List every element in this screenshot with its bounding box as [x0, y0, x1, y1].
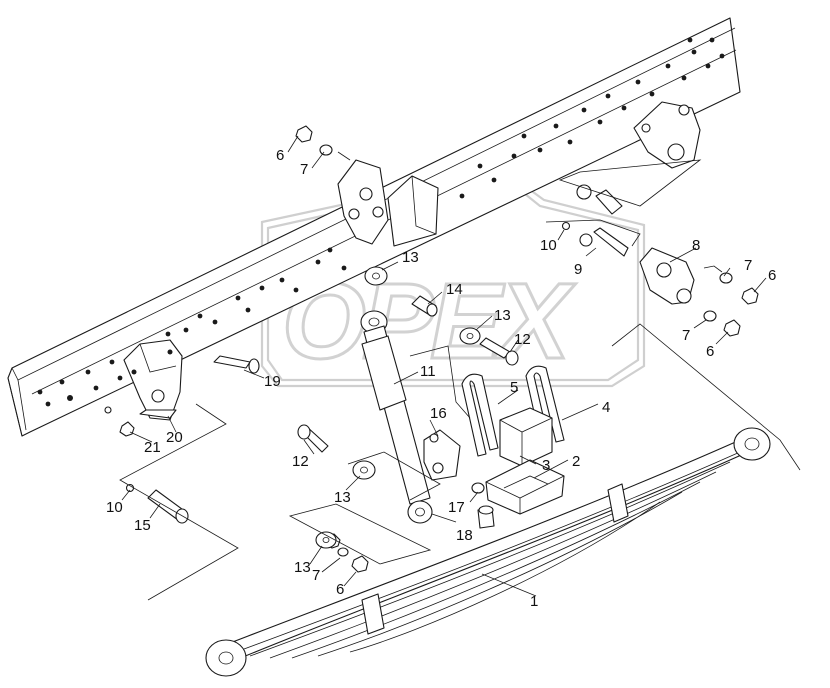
callout-13-mid: 13 [494, 307, 511, 324]
callout-7-bottom: 7 [312, 567, 320, 584]
shock-lower-bracket [423, 429, 461, 481]
callout-6-right: 6 [768, 267, 776, 284]
spring-pad [499, 407, 553, 467]
callout-17: 17 [448, 499, 465, 516]
callout-4: 4 [602, 399, 610, 416]
callout-6-bottom: 6 [336, 581, 344, 598]
callout-13-top: 13 [402, 249, 419, 266]
assembly-outlines [119, 159, 801, 601]
u-bolts [461, 365, 565, 457]
washers-13 [315, 266, 481, 549]
callout-21: 21 [144, 439, 161, 456]
callout-7-right-lower: 7 [682, 327, 690, 344]
callout-12-left: 12 [292, 453, 309, 470]
callout-11: 11 [420, 363, 436, 380]
shock-absorber [360, 310, 433, 524]
callout-2: 2 [572, 453, 580, 470]
callout-6-right-lower: 6 [706, 343, 714, 360]
callout-7-right: 7 [744, 257, 752, 274]
callout-6: 6 [276, 147, 284, 164]
callout-8: 8 [692, 237, 700, 254]
rail-holes [37, 37, 725, 407]
callout-5: 5 [510, 379, 518, 396]
bushing-14 [411, 295, 438, 317]
callout-16: 16 [430, 405, 447, 422]
callout-14: 14 [446, 281, 463, 298]
shock-upper-bracket [337, 159, 439, 247]
shackle-assembly [576, 184, 695, 305]
leaf-spring [205, 427, 771, 677]
spring-pin-15 [147, 489, 189, 524]
callout-7: 7 [300, 161, 308, 178]
callout-12-mid: 12 [514, 331, 531, 348]
callout-13-left: 13 [334, 489, 351, 506]
callout-18: 18 [456, 527, 473, 544]
bump-stops [471, 482, 496, 550]
callout-15: 15 [134, 517, 151, 534]
callout-9: 9 [574, 261, 582, 278]
rear-hanger-bracket [633, 101, 701, 169]
callout-13-bottom: 13 [294, 559, 311, 576]
callout-1: 1 [530, 593, 538, 610]
bolts [139, 337, 519, 453]
leader-lines [121, 135, 767, 597]
callout-10-left: 10 [106, 499, 123, 516]
spring-seat [485, 459, 565, 515]
callout-3: 3 [542, 457, 550, 474]
callout-20: 20 [166, 429, 183, 446]
callout-19: 19 [264, 373, 281, 390]
callout-10: 10 [540, 237, 557, 254]
front-hanger-bracket [123, 339, 183, 421]
callouts: 1 2 3 4 5 6 7 8 9 10 7 6 7 6 13 14 13 12… [106, 147, 776, 610]
